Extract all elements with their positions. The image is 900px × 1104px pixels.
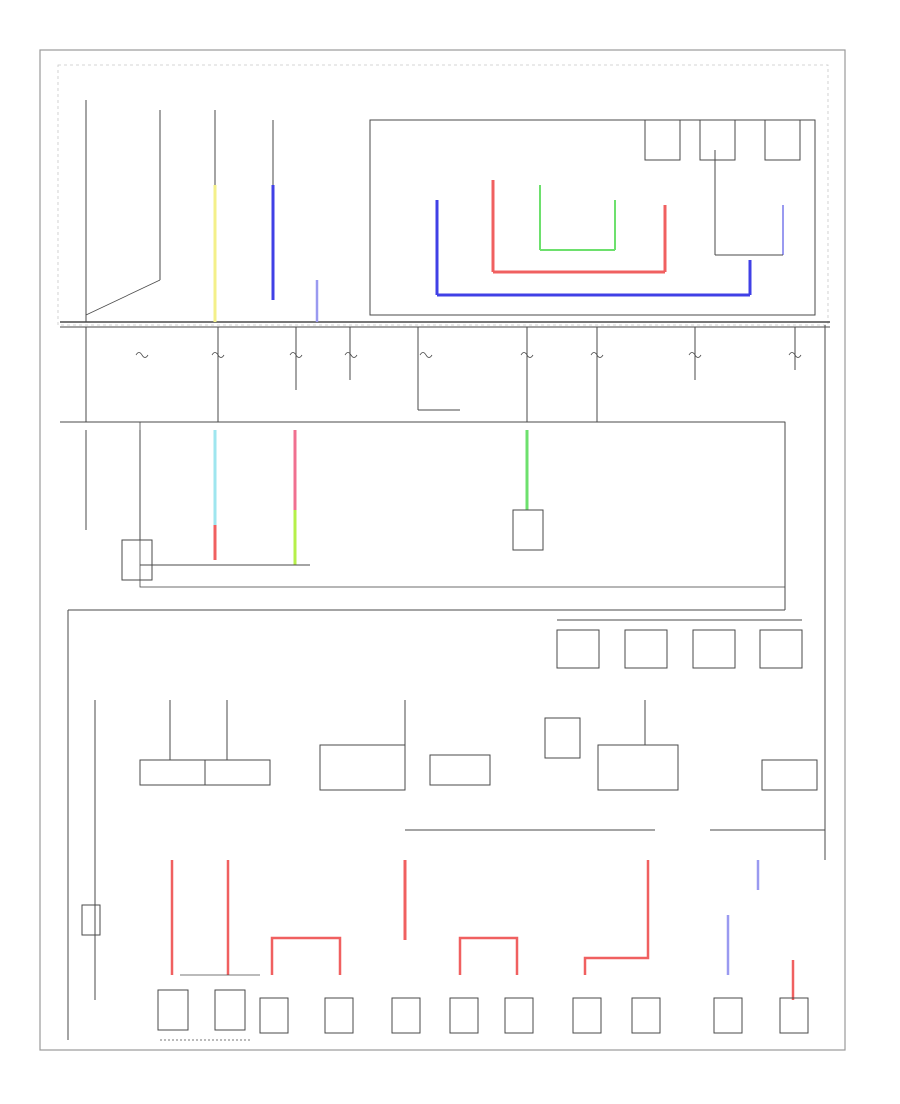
relay-box-1 (644, 119, 681, 161)
wire-top-2b (85, 279, 161, 316)
wire-red-b6 (583, 860, 650, 975)
connector-box-left (121, 539, 153, 581)
relay-box-2 (699, 119, 736, 161)
relay-group-frame (369, 119, 816, 316)
lower-modules (139, 717, 825, 831)
fuse-symbols (135, 352, 802, 358)
relay-row-mid (556, 619, 803, 669)
lower-gray-wires (94, 700, 646, 1000)
wire-red-b5 (458, 936, 519, 975)
mid-section-frame (139, 421, 786, 588)
diagram-frame (39, 49, 846, 1051)
relay-box-3 (764, 119, 801, 161)
bottom-component-row (81, 904, 809, 1034)
wire-red-b3 (270, 936, 342, 975)
switch-box-mid (512, 509, 544, 551)
top-section-frame (57, 64, 829, 326)
